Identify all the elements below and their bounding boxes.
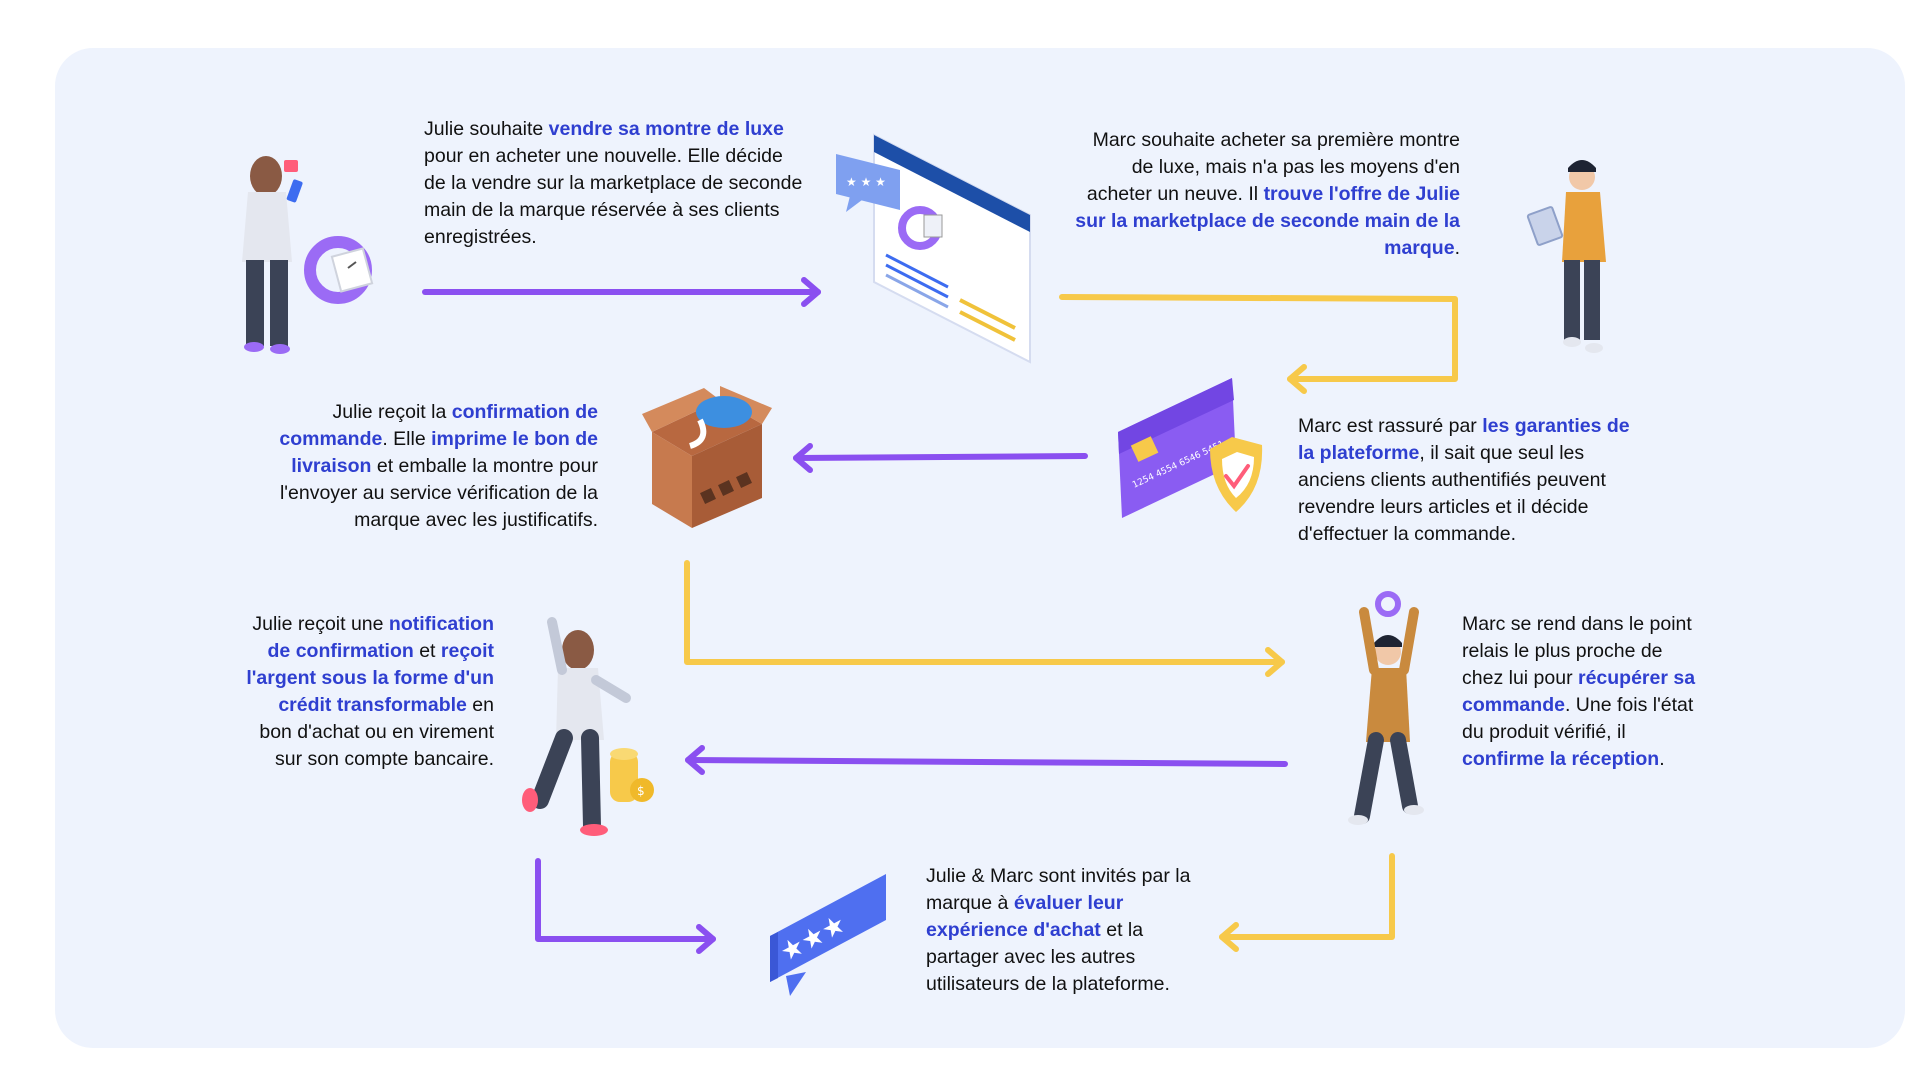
step-text: Marc souhaite acheter sa première montre… [1086, 129, 1460, 205]
step-text: Julie & Marc sont invités par la marque … [926, 865, 1191, 914]
arrow-step5-to-step7 [1219, 853, 1395, 952]
highlighted-text: évaluer leur expérience d'achat [926, 892, 1124, 941]
highlighted-text: imprime le bon de livraison [291, 428, 598, 477]
highlighted-text: récupérer sa commande [1462, 667, 1696, 716]
highlighted-text: trouve l'offre de Julie sur la marketpla… [1075, 183, 1460, 259]
step-text: Julie souhaite [424, 118, 549, 140]
step-4-text: Julie reçoit la confirmation de commande… [258, 399, 598, 534]
arrow-step6-to-step7 [535, 858, 716, 954]
julie-phone-icon [242, 156, 374, 354]
step-text: Marc se rend dans le point relais le plu… [1462, 613, 1692, 689]
arrow-step5-to-step6 [685, 745, 1288, 775]
step-6-text: Julie reçoit une notification de confirm… [244, 611, 494, 773]
rating-stars-icon: ★★★ [770, 874, 886, 996]
arrow-step4-to-step5 [684, 560, 1285, 677]
marketplace-window-icon: ★ ★ ★ [836, 133, 1031, 364]
highlighted-text: les garanties de la plateforme [1298, 415, 1630, 464]
step-text: pour en acheter une nouvelle. Elle décid… [424, 145, 803, 248]
step-text: . [1659, 748, 1665, 770]
step-text: et emballe la montre pour l'envoyer au s… [279, 455, 598, 531]
arrow-step3-to-step4 [793, 443, 1088, 473]
arrow-step1-to-step2 [422, 277, 821, 307]
highlighted-text: reçoit l'argent sous la forme d'un crédi… [246, 640, 494, 716]
step-3-text: Marc est rassuré par les garanties de la… [1298, 413, 1638, 548]
highlighted-text: notification de confirmation [267, 613, 494, 662]
svg-text:★ ★ ★: ★ ★ ★ [846, 175, 886, 189]
step-text: en bon d'achat ou en virement sur son co… [259, 694, 494, 770]
step-2-text: Marc souhaite acheter sa première montre… [1070, 127, 1460, 262]
step-5-text: Marc se rend dans le point relais le plu… [1462, 611, 1702, 773]
step-1-text: Julie souhaite vendre sa montre de luxe … [424, 116, 804, 251]
step-text: . [1454, 237, 1460, 259]
step-text: Julie reçoit la [332, 401, 452, 423]
highlighted-text: confirmation de commande [279, 401, 598, 450]
marc-tablet-icon [1526, 160, 1606, 353]
step-text: et [413, 640, 441, 662]
julie-celebrating-icon: $ [522, 617, 654, 836]
highlighted-text: vendre sa montre de luxe [548, 118, 784, 140]
marc-celebrating-icon [1348, 591, 1424, 825]
step-text: et la partager avec les autres utilisate… [926, 919, 1170, 995]
svg-text:$: $ [637, 784, 645, 798]
step-text: Julie reçoit une [252, 613, 389, 635]
package-box-icon [642, 386, 772, 528]
step-text: . Elle [382, 428, 432, 450]
step-7-text: Julie & Marc sont invités par la marque … [926, 863, 1216, 998]
highlighted-text: confirme la réception [1462, 748, 1660, 770]
credit-card-shield-icon: 1254 4554 6546 5451 [1118, 378, 1263, 518]
step-text: . Une fois l'état du produit vérifié, il [1462, 694, 1694, 743]
step-text: Marc est rassuré par [1298, 415, 1483, 437]
step-text: , il sait que seul les anciens clients a… [1298, 442, 1606, 545]
arrow-step2-to-step3 [1059, 294, 1458, 394]
